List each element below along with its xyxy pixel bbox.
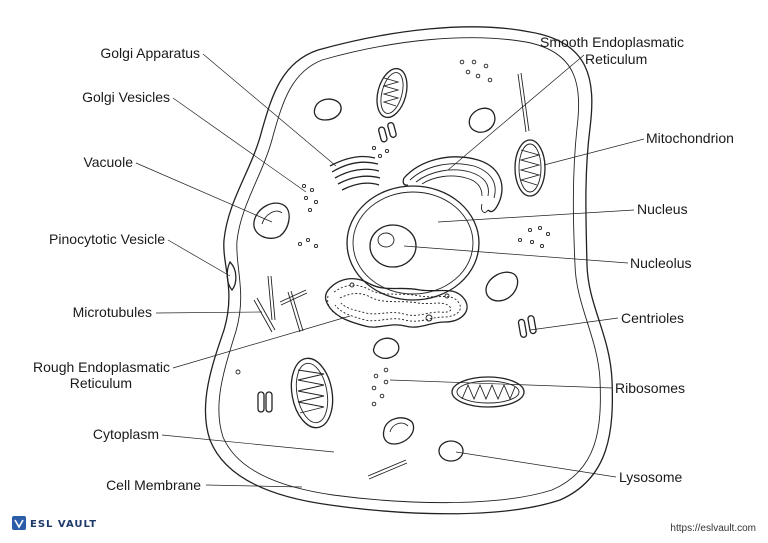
logo-icon — [12, 516, 26, 530]
label-ribosomes: Ribosomes — [615, 380, 685, 396]
mitochondrion-right — [514, 139, 546, 197]
label-smooth-er-line2: Reticulum — [585, 51, 647, 67]
label-cell-membrane: Cell Membrane — [106, 477, 201, 493]
logo-text: ESL VAULT — [30, 519, 97, 530]
lysosome-organelle — [438, 440, 464, 462]
label-smooth-er-line1: Smooth Endoplasmatic — [540, 34, 684, 50]
rough-er-organelle — [324, 278, 468, 328]
labels-right: Smooth Endoplasmatic Reticulum Mitochond… — [540, 34, 734, 485]
logo-icon-mark — [14, 519, 24, 529]
nucleolus-organelle — [369, 224, 417, 268]
mitochondrion-bottom-right — [451, 376, 525, 408]
label-mitochondrion: Mitochondrion — [646, 130, 734, 146]
label-centrioles: Centrioles — [621, 310, 684, 326]
vesicle-blobs — [313, 98, 519, 445]
pinocytotic-vesicle-organelle — [226, 260, 237, 292]
mitochondrion-top — [376, 67, 408, 119]
labels-left: Golgi Apparatus Golgi Vesicles Vacuole P… — [33, 45, 201, 493]
smooth-er-organelle — [402, 156, 503, 213]
mitochondrion-bottom-left — [290, 357, 334, 429]
nucleus-organelle — [346, 185, 480, 301]
label-nucleolus: Nucleolus — [630, 255, 691, 271]
label-nucleus: Nucleus — [637, 201, 688, 217]
label-rough-er-line1: Rough Endoplasmatic — [33, 359, 170, 375]
microtubules-organelle — [253, 72, 530, 480]
label-vacuole: Vacuole — [83, 154, 133, 170]
label-golgi-apparatus: Golgi Apparatus — [100, 45, 200, 61]
centrioles-organelle — [257, 121, 537, 413]
footer-url-link[interactable]: https://eslvault.com — [670, 523, 756, 534]
label-lysosome: Lysosome — [619, 469, 683, 485]
label-golgi-vesicles: Golgi Vesicles — [82, 89, 170, 105]
vacuole-organelle — [253, 202, 290, 239]
ribosomes-dots — [235, 59, 551, 407]
cell-membrane — [204, 26, 614, 515]
esl-vault-logo[interactable]: ESL VAULT — [12, 516, 97, 530]
label-rough-er-line2: Reticulum — [70, 375, 132, 391]
label-microtubules: Microtubules — [73, 304, 152, 320]
golgi-apparatus-organelle — [329, 155, 381, 191]
label-pinocytotic-vesicle: Pinocytotic Vesicle — [49, 231, 165, 247]
leader-lines — [135, 53, 645, 488]
label-cytoplasm: Cytoplasm — [93, 426, 159, 442]
